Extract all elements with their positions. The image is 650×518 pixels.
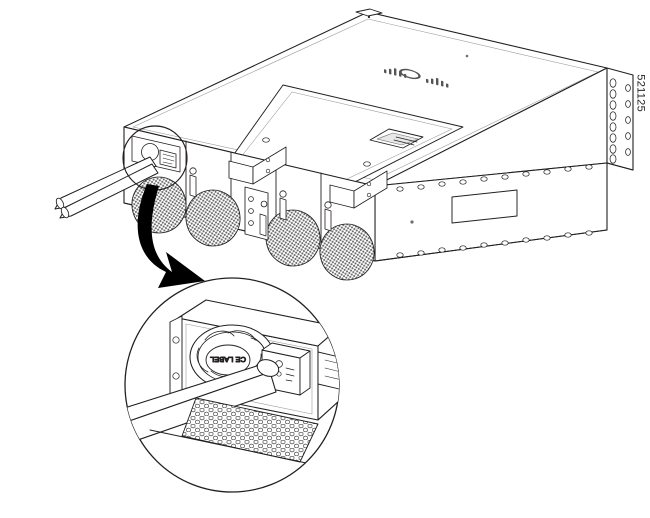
fan-grille — [319, 223, 375, 281]
chassis-top-cover — [123, 8, 608, 188]
fan-grille — [265, 209, 321, 267]
bay-handles — [189, 167, 332, 232]
shelf-brackets — [228, 137, 388, 209]
rack-mount-ear[interactable] — [374, 67, 634, 187]
center-module — [244, 186, 269, 241]
ce-label-text: CE LABEL — [210, 355, 246, 364]
chassis-right-face — [374, 162, 608, 262]
magnify-arrow — [137, 184, 205, 288]
rack-ear-holes — [609, 78, 631, 164]
fan-grille — [185, 189, 241, 247]
terminal-strip — [317, 351, 339, 393]
figure-art-id: 521125 — [635, 74, 647, 112]
cisco-logo — [384, 68, 449, 88]
power-cables — [54, 156, 159, 219]
